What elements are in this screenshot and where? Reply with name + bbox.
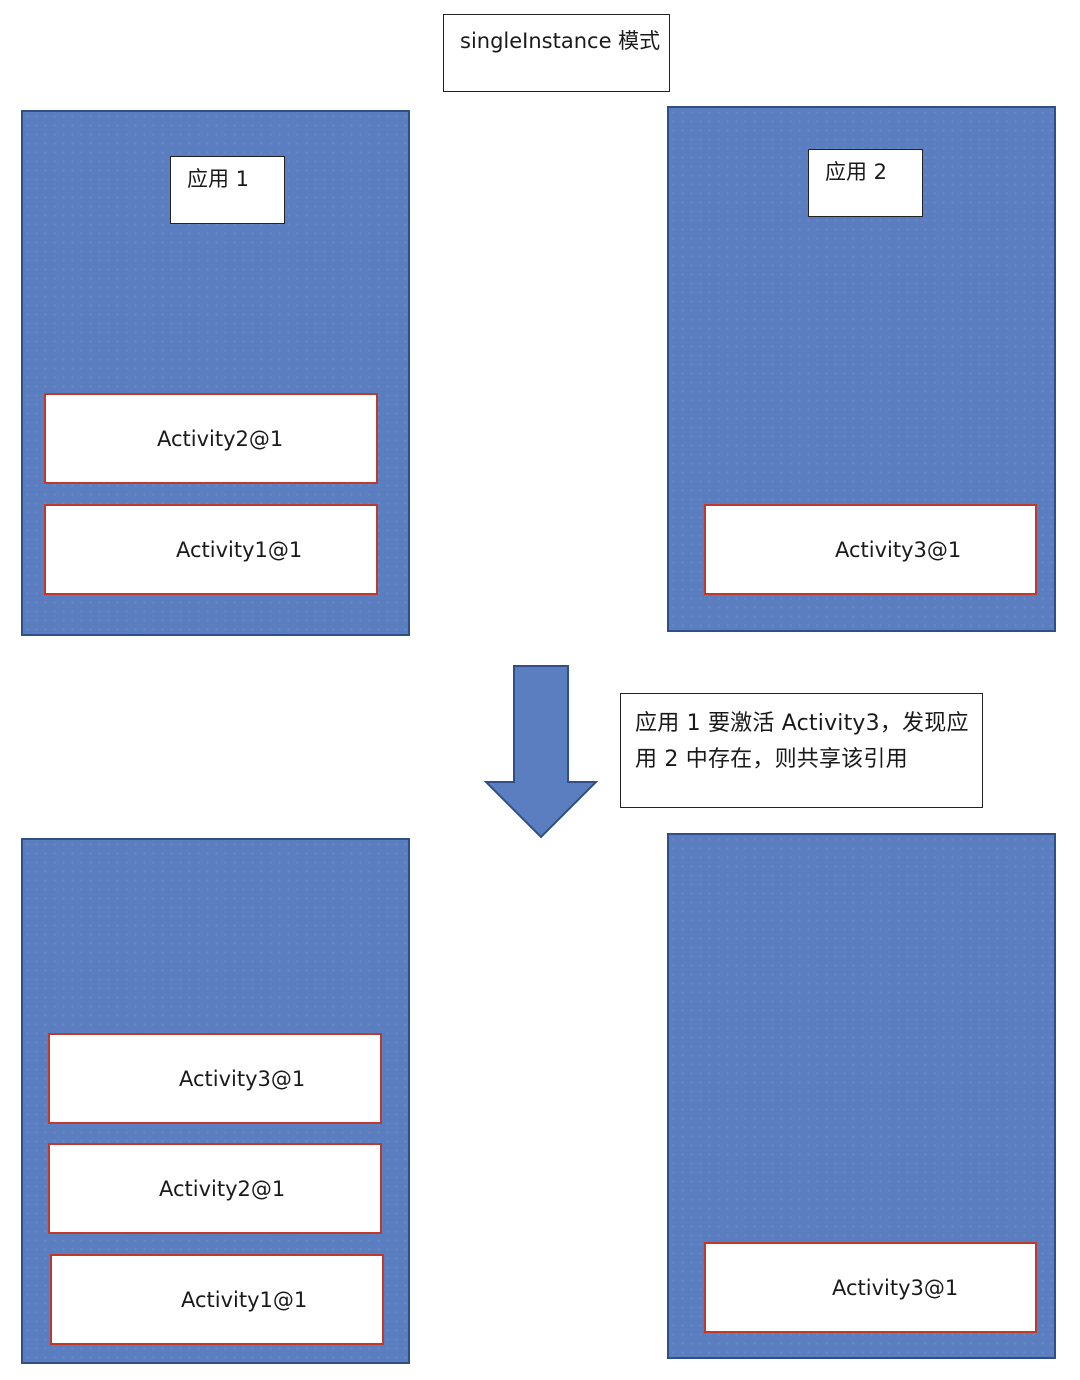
diagram-title: singleInstance 模式 (443, 14, 670, 92)
transition-note-line: 应用 1 要激活 Activity3，发现应 (635, 711, 969, 736)
app1-task-stack-after: Activity3@1 Activity2@1 Activity1@1 (21, 838, 410, 1364)
activity-box: Activity1@1 (44, 504, 378, 595)
activity-label: Activity2@1 (157, 426, 284, 451)
down-arrow-icon (484, 665, 598, 839)
activity-label: Activity3@1 (835, 537, 962, 562)
activity-box: Activity2@1 (48, 1143, 382, 1234)
activity-box: Activity3@1 (704, 504, 1037, 595)
activity-label: Activity1@1 (176, 537, 303, 562)
activity-box: Activity2@1 (44, 393, 378, 484)
app1-task-stack-before: 应用 1 Activity2@1 Activity1@1 (21, 110, 410, 636)
app1-label: 应用 1 (170, 156, 285, 224)
activity-label: Activity1@1 (181, 1287, 308, 1312)
activity-label: Activity3@1 (832, 1275, 959, 1300)
app2-task-stack-after: Activity3@1 (667, 833, 1056, 1359)
app2-task-stack-before: 应用 2 Activity3@1 (667, 106, 1056, 632)
transition-note: 应用 1 要激活 Activity3，发现应 用 2 中存在，则共享该引用 (620, 693, 983, 808)
app2-label: 应用 2 (808, 149, 923, 217)
transition-note-line: 用 2 中存在，则共享该引用 (635, 747, 908, 772)
activity-label: Activity3@1 (179, 1066, 306, 1091)
activity-box: Activity3@1 (48, 1033, 382, 1124)
activity-box: Activity3@1 (704, 1242, 1037, 1333)
activity-label: Activity2@1 (159, 1176, 286, 1201)
activity-box: Activity1@1 (50, 1254, 384, 1345)
